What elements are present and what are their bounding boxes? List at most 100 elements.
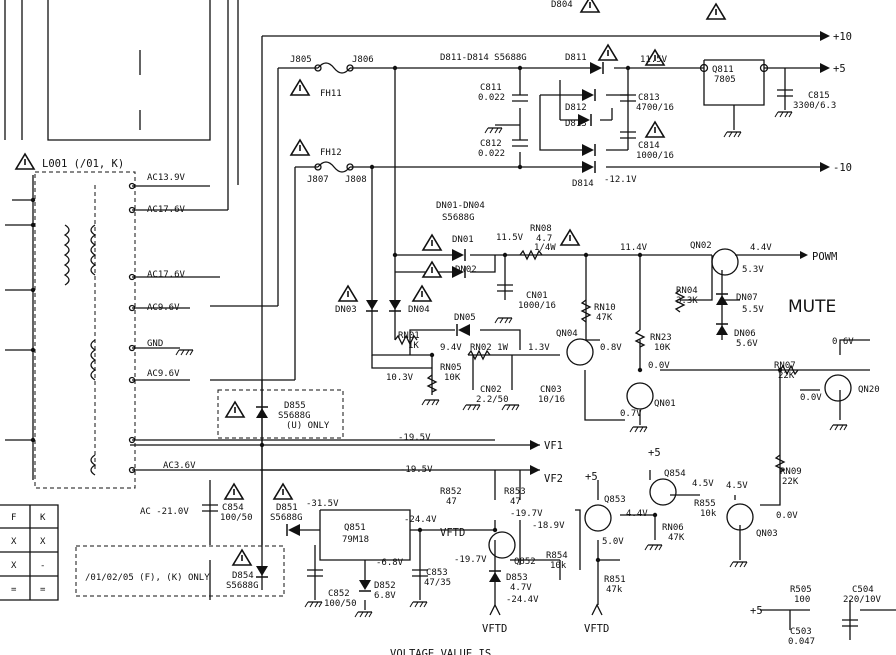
- warning-icons: [15, 0, 726, 566]
- label-c815v: 3300/6.3: [793, 101, 836, 111]
- label-dn06v: 5.6V: [736, 339, 758, 349]
- label-j805: J805: [290, 55, 312, 65]
- label-q854: Q854: [664, 469, 686, 479]
- label-v53: 5.3V: [742, 265, 764, 275]
- label-d811-814: D811-D814 S5688G: [440, 53, 527, 63]
- label-plus5d: +5: [750, 605, 763, 617]
- label-rn05: RN05: [440, 363, 462, 373]
- label-vm197a: -19.7V: [510, 509, 543, 519]
- label-dn02: DN02: [455, 265, 477, 275]
- label-c503: C503: [790, 627, 812, 637]
- label-c504: C504: [852, 585, 874, 595]
- label-plus10: +10: [833, 31, 852, 43]
- label-j808: J808: [345, 175, 367, 185]
- label-cn01v: 1000/16: [518, 301, 556, 311]
- label-dn07: DN07: [736, 293, 758, 303]
- warning-icon: [273, 483, 293, 500]
- warning-icon: [422, 234, 442, 251]
- label-vm315: -31.5V: [306, 499, 339, 509]
- label-rn08w: 1/4W: [534, 243, 556, 253]
- label-q853: Q853: [604, 495, 626, 505]
- label-ac176b: AC17.6V: [147, 270, 186, 280]
- label-v114: 11.4V: [620, 243, 648, 253]
- label-r852v: 47: [446, 497, 457, 507]
- label-dn03: DN03: [335, 305, 357, 315]
- label-c812v: 0.022: [478, 149, 505, 159]
- label-r853: R853: [504, 487, 526, 497]
- label-c503v: 0.047: [788, 637, 815, 647]
- label-d852v: 6.8V: [374, 591, 396, 601]
- label-vm189: -18.9V: [532, 521, 565, 531]
- label-dn01-04: DN01-DN04: [436, 201, 485, 211]
- label-r853v: 47: [510, 497, 521, 507]
- label-d854note: /01/02/05 (F), (K) ONLY: [85, 573, 210, 583]
- label-v06: 0.6V: [832, 337, 854, 347]
- label-j807: J807: [307, 175, 329, 185]
- label-s5688g: S5688G: [442, 213, 475, 223]
- label-rn07v: 22K: [778, 371, 795, 381]
- label-v00a: 0.0V: [648, 361, 670, 371]
- label-c852: C852: [328, 589, 350, 599]
- label-rn23: RN23: [650, 333, 672, 343]
- label-rn02: RN02 1W: [470, 343, 509, 353]
- warning-icon: [706, 3, 726, 20]
- label-d851: D851: [276, 503, 298, 513]
- label-dn01: DN01: [452, 235, 474, 245]
- label-d813: D813: [565, 119, 587, 129]
- label-d853: D853: [506, 573, 528, 583]
- label-ac139: AC13.9V: [147, 173, 186, 183]
- label-l001: L001 (/01, K): [42, 158, 124, 170]
- label-v00b: 0.0V: [800, 393, 822, 403]
- label-c852v: 100/50: [324, 599, 357, 609]
- label-rn23v: 10K: [654, 343, 671, 353]
- label-dn04: DN04: [408, 305, 430, 315]
- label-c504v: 220/10V: [843, 595, 882, 605]
- label-d854v: S5688G: [226, 581, 259, 591]
- label-vm197b: -19.7V: [454, 555, 487, 565]
- label-gnd: GND: [147, 339, 163, 349]
- warning-icon: [290, 79, 310, 96]
- label-c812: C812: [480, 139, 502, 149]
- label-v44b: 4.4V: [626, 509, 648, 519]
- components: [0, 31, 858, 627]
- label-fh11: FH11: [320, 89, 342, 99]
- label-vm244a: -24.4V: [404, 515, 437, 525]
- label-v115b: 11.5V: [496, 233, 524, 243]
- label-c811: C811: [480, 83, 502, 93]
- label-tf: F: [11, 513, 16, 523]
- label-v44a: 4.4V: [750, 243, 772, 253]
- label-rn06: RN06: [662, 523, 684, 533]
- label-qn04: QN04: [556, 329, 578, 339]
- label-qn03: QN03: [756, 529, 778, 539]
- warning-icon: [15, 153, 35, 170]
- label-qn20: QN20: [858, 385, 880, 395]
- label-cn01: CN01: [526, 291, 548, 301]
- label-c815: C815: [808, 91, 830, 101]
- label-q811: Q811: [712, 65, 734, 75]
- warning-icon: [560, 229, 580, 246]
- label-rn06v: 47K: [668, 533, 685, 543]
- label-ac176a: AC17.6V: [147, 205, 186, 215]
- label-vf2: VF2: [544, 473, 563, 485]
- label-rn08: RN08: [530, 224, 552, 234]
- label-vm68: -6.8V: [376, 558, 404, 568]
- label-vm244b: -24.4V: [506, 595, 539, 605]
- label-v94: 9.4V: [440, 343, 462, 353]
- label-r851v: 47k: [606, 585, 623, 595]
- label-d853v: 4.7V: [510, 583, 532, 593]
- label-t31: =: [11, 585, 17, 595]
- label-rn05v: 10K: [444, 373, 461, 383]
- label-vftd2: VFTD: [482, 623, 507, 635]
- label-rn01v: 1K: [408, 341, 419, 351]
- label-ac36: AC3.6V: [163, 461, 196, 471]
- label-ac96a: AC9.6V: [147, 303, 180, 313]
- warning-icon: [224, 483, 244, 500]
- label-voltnote: VOLTAGE VALUE IS: [390, 648, 491, 655]
- label-r855: R855: [694, 499, 716, 509]
- label-d851v: S5688G: [270, 513, 303, 523]
- label-d855n: (U) ONLY: [286, 421, 330, 431]
- label-dn05: DN05: [454, 313, 476, 323]
- label-t21: X: [11, 561, 17, 571]
